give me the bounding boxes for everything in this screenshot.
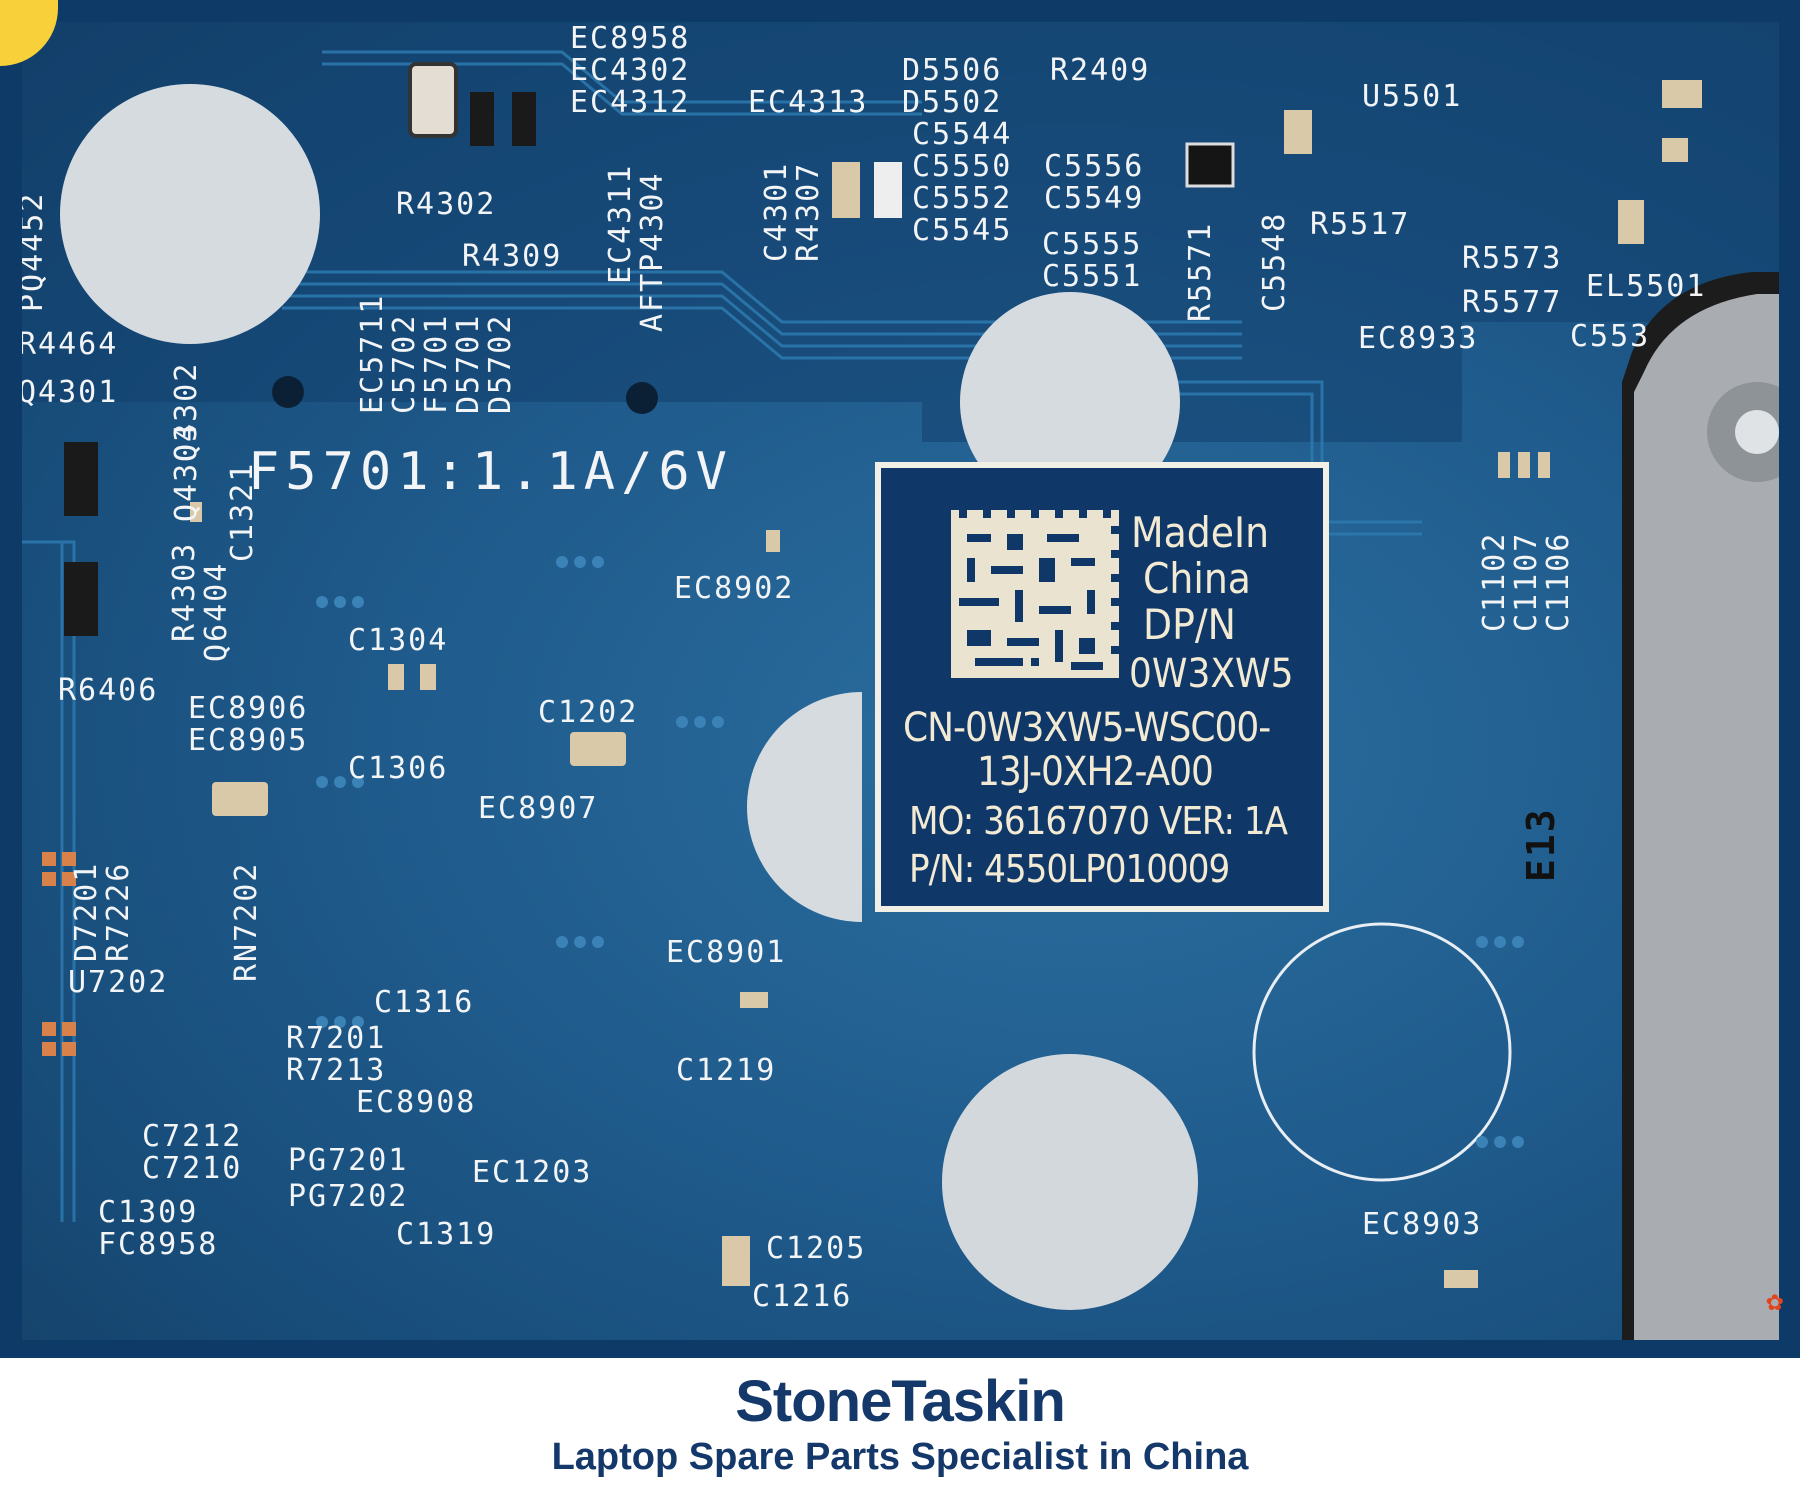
silk-label-vertical: C1106 bbox=[1541, 531, 1576, 632]
silk-label: R2409 bbox=[1050, 53, 1151, 88]
silk-label: PG7202 bbox=[288, 1179, 409, 1214]
silk-label-vertical: R4307 bbox=[791, 161, 826, 262]
brand-tagline: Laptop Spare Parts Specialist in China bbox=[551, 1436, 1249, 1478]
silk-label: R5577 bbox=[1462, 285, 1563, 320]
silk-label-vertical: AFTP4304 bbox=[635, 171, 670, 333]
silk-label: C7210 bbox=[142, 1151, 243, 1186]
product-label-sticker: MadeIn China DP/N 0W3XW5 CN-0W3XW5-WSC00… bbox=[875, 462, 1329, 912]
silk-label: C5550 bbox=[912, 149, 1013, 184]
silk-label: EC8901 bbox=[666, 935, 787, 970]
silk-label: C7212 bbox=[142, 1119, 243, 1154]
silk-label: C1316 bbox=[374, 985, 475, 1020]
board-graphics bbox=[22, 22, 1779, 1340]
country-text: China bbox=[1143, 554, 1251, 603]
silk-label: U5501 bbox=[1362, 79, 1463, 114]
part-number-line: P/N: 4550LP010009 bbox=[909, 847, 1230, 891]
silk-label: C5544 bbox=[912, 117, 1013, 152]
silk-label-vertical: C4301 bbox=[759, 161, 794, 262]
silk-label-vertical: Q4303 bbox=[169, 421, 204, 522]
silk-label: C1309 bbox=[98, 1195, 199, 1230]
silk-label-vertical: EC5711 bbox=[355, 293, 390, 414]
photo-frame: EC8958 EC4302 EC4312 EC4313 D5506 D5502 … bbox=[0, 0, 1800, 1358]
silk-label: EC8907 bbox=[478, 791, 599, 826]
silk-label-vertical: RN7202 bbox=[229, 861, 264, 982]
silk-label: U7202 bbox=[68, 965, 169, 1000]
silk-label: R6406 bbox=[58, 673, 159, 708]
datamatrix-pattern bbox=[943, 510, 1119, 686]
silk-label: C5552 bbox=[912, 181, 1013, 216]
silk-label-vertical: R4303 bbox=[167, 541, 202, 642]
silk-label: EL5501 bbox=[1586, 269, 1707, 304]
silk-label: C1304 bbox=[348, 623, 449, 658]
silk-label: C1202 bbox=[538, 695, 639, 730]
silk-label: C1216 bbox=[752, 1279, 853, 1314]
footer-banner: StoneTaskin Laptop Spare Parts Specialis… bbox=[0, 1358, 1800, 1495]
silk-label-vertical: EC4311 bbox=[603, 163, 638, 284]
silk-label-vertical: D5701 bbox=[451, 313, 486, 414]
silk-label: EC8933 bbox=[1358, 321, 1479, 356]
silk-label: EC4313 bbox=[748, 85, 869, 120]
silk-label: EC4312 bbox=[570, 85, 691, 120]
made-in-text: MadeIn bbox=[1131, 508, 1270, 557]
silk-label: R4302 bbox=[396, 187, 497, 222]
silk-label: C1306 bbox=[348, 751, 449, 786]
silk-label: R4464 bbox=[22, 327, 119, 362]
silk-label: D5506 bbox=[902, 53, 1003, 88]
dpn-label: DP/N bbox=[1143, 600, 1236, 649]
silk-label: EC8903 bbox=[1362, 1207, 1483, 1242]
silk-label-vertical: C5702 bbox=[387, 313, 422, 414]
silk-label: R4309 bbox=[462, 239, 563, 274]
mo-version-line: MO: 36167070 VER: 1A bbox=[909, 799, 1288, 843]
silk-label: PG7201 bbox=[288, 1143, 409, 1178]
silk-label-vertical: C5548 bbox=[1257, 211, 1292, 312]
silk-label: R7213 bbox=[286, 1053, 387, 1088]
silk-label: EC1203 bbox=[472, 1155, 593, 1190]
silk-label: EC8908 bbox=[356, 1085, 477, 1120]
silk-label: C1319 bbox=[396, 1217, 497, 1252]
silk-label-vertical: F5701 bbox=[419, 313, 454, 414]
silk-label: Q4301 bbox=[22, 375, 119, 410]
silk-label: EC8906 bbox=[188, 691, 309, 726]
silk-label: C5555 bbox=[1042, 227, 1143, 262]
cn-number-line2: 13J-0XH2-A00 bbox=[977, 749, 1214, 795]
cn-number-line1: CN-0W3XW5-WSC00- bbox=[903, 705, 1271, 751]
silk-label: R5517 bbox=[1310, 207, 1411, 242]
brand-name: StoneTaskin bbox=[735, 1369, 1066, 1434]
silk-label-vertical: Q6404 bbox=[199, 561, 234, 662]
silk-label-vertical: E13 bbox=[1519, 807, 1563, 882]
silk-label: EC8958 bbox=[570, 22, 691, 56]
silk-label-vertical: R5571 bbox=[1183, 221, 1218, 322]
datamatrix-barcode bbox=[943, 510, 1119, 686]
flower-icon: ✿ bbox=[1765, 1291, 1784, 1316]
silk-label: R5573 bbox=[1462, 241, 1563, 276]
silk-label: EC8902 bbox=[674, 571, 795, 606]
dpn-value: 0W3XW5 bbox=[1129, 651, 1294, 697]
silk-label: C1219 bbox=[676, 1053, 777, 1088]
silk-label-vertical: D5702 bbox=[483, 313, 518, 414]
silk-label: EC4302 bbox=[570, 53, 691, 88]
silk-label-vertical: R7226 bbox=[101, 861, 136, 962]
silk-label: C553 bbox=[1570, 319, 1651, 354]
silk-label: C5556 bbox=[1044, 149, 1145, 184]
silk-label: EC8905 bbox=[188, 723, 309, 758]
silk-label-vertical: C1107 bbox=[1509, 531, 1544, 632]
silk-label: D5502 bbox=[902, 85, 1003, 120]
silk-label: C5549 bbox=[1044, 181, 1145, 216]
silk-label-vertical: PQ4452 bbox=[22, 191, 50, 312]
silk-label: C5551 bbox=[1042, 259, 1143, 294]
silk-label-vertical: C1102 bbox=[1477, 531, 1512, 632]
silk-label: FC8958 bbox=[98, 1227, 219, 1262]
silk-label: C5545 bbox=[912, 213, 1013, 248]
fuse-rating-label: F5701:1.1A/6V bbox=[248, 442, 733, 502]
silk-label-vertical: D7201 bbox=[69, 861, 104, 962]
silk-label: C1205 bbox=[766, 1231, 867, 1266]
motherboard-photo: EC8958 EC4302 EC4312 EC4313 D5506 D5502 … bbox=[22, 22, 1779, 1340]
silk-label: R7201 bbox=[286, 1021, 387, 1056]
